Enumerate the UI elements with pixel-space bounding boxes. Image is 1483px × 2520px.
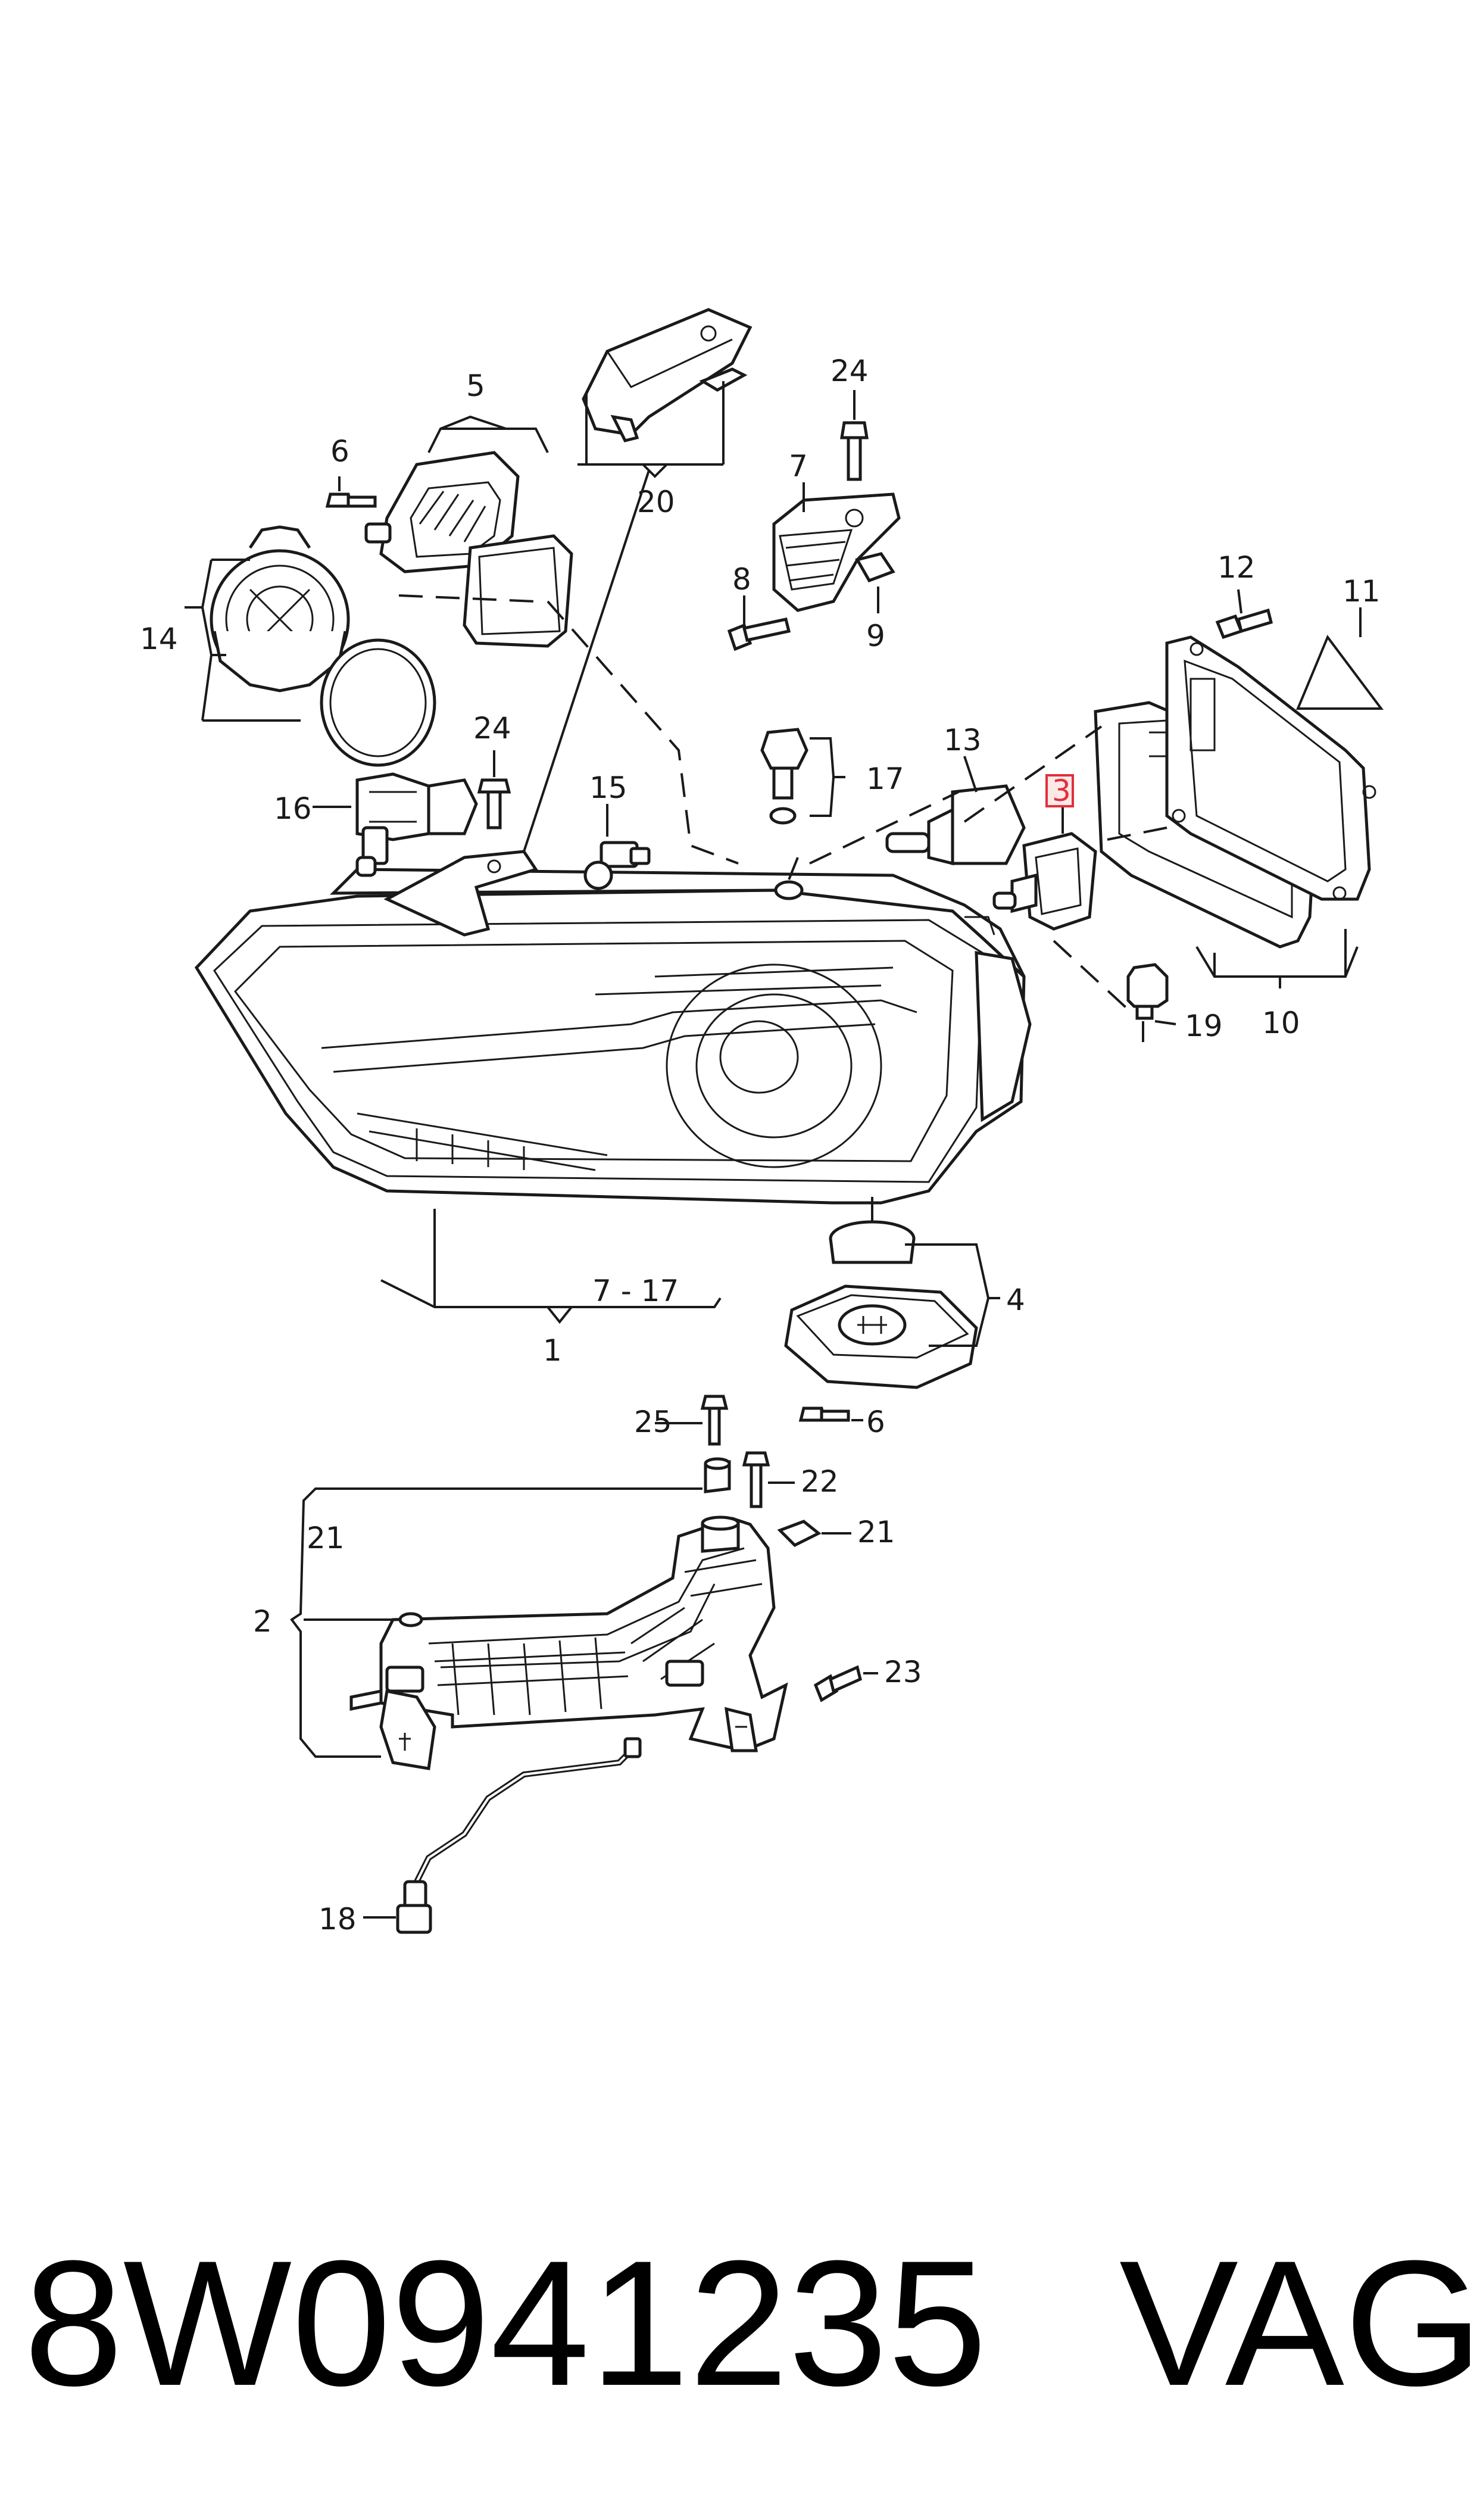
leader-lines	[185, 381, 1362, 1919]
callout-3[interactable]: 3	[1052, 774, 1071, 808]
bulb-13	[885, 784, 1026, 866]
cap-19	[1126, 963, 1169, 1020]
ballast-4	[784, 1220, 978, 1389]
clip-21	[777, 1520, 822, 1548]
callout-18[interactable]: 18	[319, 1902, 357, 1936]
lower-bracket-2	[349, 1457, 788, 1770]
callout-25[interactable]: 25	[634, 1405, 672, 1439]
callout-10[interactable]: 10	[1262, 1006, 1300, 1040]
callout-5[interactable]: 5	[466, 369, 485, 403]
callout-12[interactable]: 12	[1217, 550, 1256, 585]
bulb-socket-3	[992, 832, 1097, 931]
bulb-small	[583, 841, 651, 890]
callout-19[interactable]: 19	[1185, 1009, 1223, 1043]
brand-label: VAG	[1119, 2223, 1483, 2423]
bolt-22	[742, 1451, 770, 1508]
callout-21-right[interactable]: 21	[857, 1515, 895, 1549]
dashed-assembly-lines	[398, 594, 1167, 1221]
bolt-24-top	[840, 421, 869, 481]
bolt-25	[700, 1395, 729, 1446]
callout-1[interactable]: 1	[543, 1333, 562, 1368]
callout-24-left[interactable]: 24	[473, 711, 511, 746]
bulb-h	[355, 772, 478, 877]
bolt-23	[813, 1665, 862, 1702]
callout-9[interactable]: 9	[866, 619, 885, 653]
callout-3-highlight-box	[1045, 774, 1074, 807]
callout-15[interactable]: 15	[589, 771, 627, 805]
bolt-12	[1215, 608, 1273, 640]
sensor-18	[396, 1737, 642, 1934]
bolt-8	[727, 617, 791, 651]
headlight-housing	[194, 868, 1032, 1205]
callout-7-17[interactable]: 7 - 17	[592, 1274, 679, 1308]
round-cover	[210, 525, 436, 767]
callout-14[interactable]: 14	[140, 622, 178, 656]
callout-6-bottom[interactable]: 6	[866, 1405, 885, 1439]
callout-11[interactable]: 11	[1342, 574, 1381, 609]
callouts: 5 20 24 6 7 8 9 14 12 11 24 13 17 15 16 …	[140, 354, 1381, 1936]
callout-22[interactable]: 22	[801, 1464, 839, 1499]
callout-20[interactable]: 20	[637, 485, 675, 519]
callout-2[interactable]: 2	[253, 1604, 272, 1639]
top-mount-bracket	[383, 850, 538, 937]
callout-7[interactable]: 7	[789, 449, 808, 484]
adjuster-17	[760, 728, 808, 900]
bolt-left	[477, 778, 511, 829]
washer-21	[398, 1612, 423, 1627]
back-cover	[1094, 635, 1376, 949]
callout-23[interactable]: 23	[884, 1655, 922, 1689]
callout-21-left[interactable]: 21	[307, 1521, 345, 1555]
callout-13[interactable]: 13	[944, 723, 982, 757]
upper-bracket	[582, 308, 753, 442]
callout-6-top[interactable]: 6	[330, 434, 349, 469]
callout-16[interactable]: 16	[274, 791, 312, 826]
callout-4[interactable]: 4	[1006, 1283, 1025, 1317]
callout-8[interactable]: 8	[732, 562, 751, 597]
warning-triangle-11	[1296, 635, 1384, 710]
bracket-7	[772, 492, 901, 612]
part-number: 8W0941235	[24, 2223, 987, 2423]
bolt-6-bottom	[798, 1406, 850, 1422]
callout-17[interactable]: 17	[866, 762, 904, 796]
bolt-6-top	[325, 492, 377, 508]
cover-cap	[364, 451, 573, 648]
callout-24-top[interactable]: 24	[831, 354, 869, 388]
